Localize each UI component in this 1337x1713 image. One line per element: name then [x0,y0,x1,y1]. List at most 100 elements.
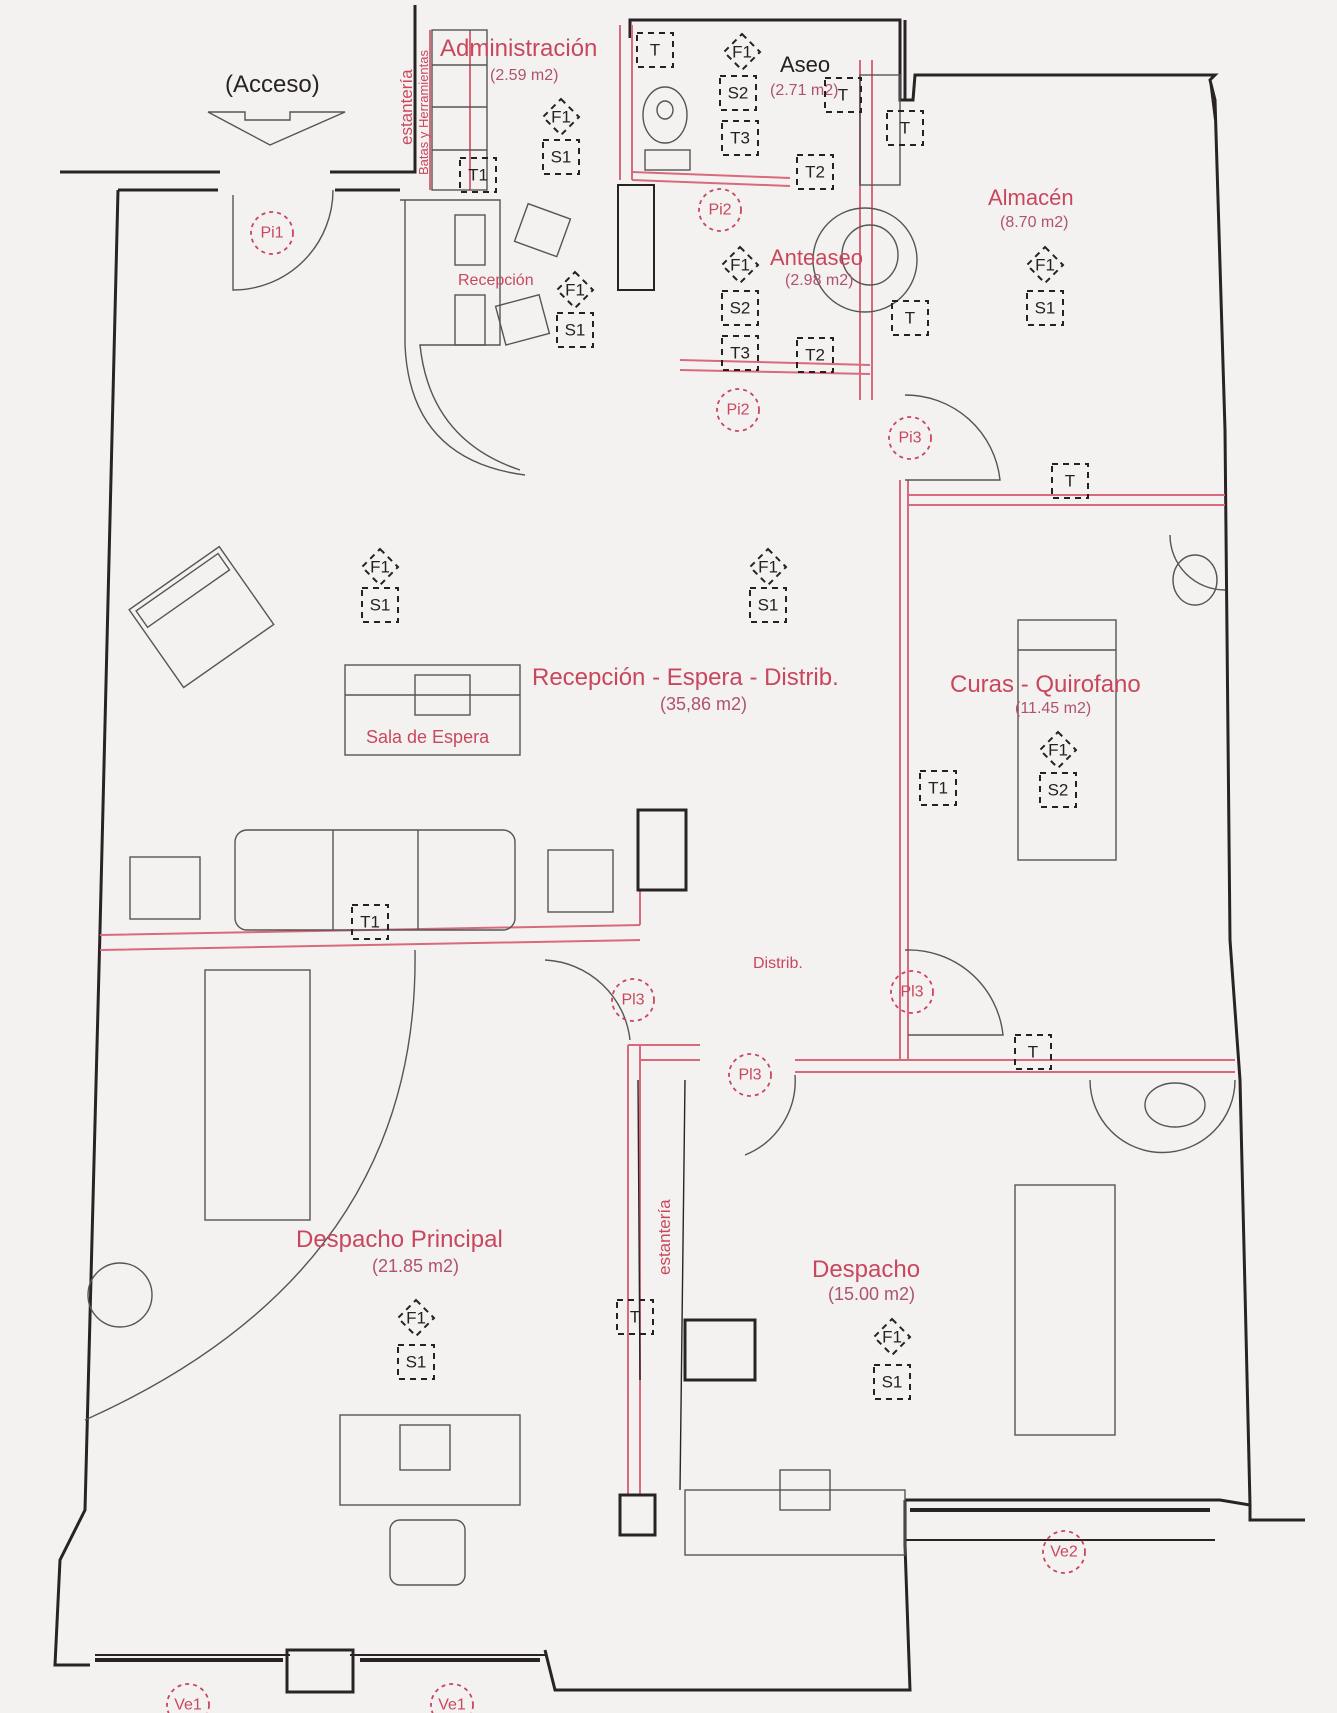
door-pi1-label: Pi1 [260,225,283,242]
sign-s1: S1 [397,1344,435,1380]
door-pi2: Pi2 [716,388,760,432]
outer-walls [53,5,1305,1694]
room-area-almacen: (8.70 m2) [1000,214,1068,231]
sign-s1-label: S1 [406,1353,427,1372]
sign-s2-label: S2 [1048,781,1069,800]
extinguisher-symbol: F1 [360,547,400,587]
sign-t-label: T [650,41,660,60]
door-pi2: Pi2 [698,188,742,232]
bed [128,545,275,689]
room-name-anteaseo: Anteaseo [770,245,863,270]
sign-t: T [616,1299,654,1335]
extinguisher-label: F1 [1048,741,1068,760]
window-ve2-label: Ve2 [1050,1544,1078,1561]
admin-shelf [431,29,488,191]
room-area-reception: (35,86 m2) [660,694,747,714]
reception-desk [400,199,572,476]
sign-s2: S2 [721,290,759,326]
extinguisher-label: F1 [551,108,571,127]
sign-t1: T1 [459,157,497,193]
sign-t: T [891,300,929,336]
shelf-label-2: estantería [655,1199,674,1275]
extinguisher-symbol: F1 [872,1317,912,1357]
extinguisher-symbol: F1 [555,270,595,310]
extinguisher-label: F1 [882,1328,902,1347]
shelf-label: estantería [397,69,416,145]
extinguisher-label: F1 [730,256,750,275]
waiting-table [344,664,521,756]
surgery-table [1017,534,1226,861]
sign-t: T [1051,463,1089,499]
window-ve2: Ve2 [1042,1530,1086,1574]
reception-desk-label: Recepción [458,272,534,289]
windows [95,1508,1210,1662]
extinguisher-symbol: F1 [722,32,762,72]
sign-s1: S1 [1026,290,1064,326]
sign-t-label: T [630,1308,640,1327]
sign-t2: T2 [796,154,834,190]
sign-t1: T1 [919,770,957,806]
sign-t2-label: T2 [805,163,825,182]
extinguisher-label: F1 [732,43,752,62]
sign-s1-label: S1 [758,596,779,615]
shelf-sublabel: Batas y Herramientas [416,50,431,175]
sign-s1-label: S1 [551,148,572,167]
door-pi3-label: Pi3 [898,430,921,447]
room-name-curas: Curas - Quirofano [950,671,1141,698]
sign-t3-label: T3 [730,344,750,363]
extinguisher-symbol: F1 [1025,245,1065,285]
sign-t-label: T [838,86,848,105]
sign-t: T [824,77,862,113]
extinguisher-symbol: F1 [1038,730,1078,770]
sign-t: T [636,32,674,68]
door-pl3: Pl3 [611,978,655,1022]
room-area-admin: (2.59 m2) [490,67,558,84]
door-pl3-label: Pl3 [621,992,644,1009]
sign-s1: S1 [361,587,399,623]
principal-office-furniture [84,949,521,1586]
extinguisher-label: F1 [1035,256,1055,275]
sign-t: T [886,110,924,146]
sign-s2-label: S2 [730,299,751,318]
sign-t1-label: T1 [468,166,488,185]
room-area-principal: (21.85 m2) [372,1256,459,1276]
sign-t1: T1 [351,904,389,940]
extinguisher-symbol: F1 [541,97,581,137]
door-pi2-label: Pi2 [726,402,749,419]
door-pi2-label: Pi2 [708,202,731,219]
sign-t: T [1014,1034,1052,1070]
sign-s2-label: S2 [728,84,749,103]
access-label: (Acceso) [225,71,320,98]
sign-s1: S1 [556,312,594,348]
window-ve1-label: Ve1 [174,1697,202,1713]
sign-s1: S1 [873,1364,911,1400]
sign-s1-label: S1 [565,321,586,340]
doors [232,189,1004,1156]
door-pi3: Pi3 [888,416,932,460]
window-ve1: Ve1 [430,1683,474,1713]
sign-s2: S2 [1039,772,1077,808]
sofa [129,808,688,931]
extinguisher-symbol: F1 [748,547,788,587]
room-name-despacho: Despacho [812,1256,920,1283]
window-ve1-label: Ve1 [438,1697,466,1713]
sign-t-label: T [900,119,910,138]
sign-t3: T3 [721,120,759,156]
sign-s2: S2 [719,75,757,111]
room-name-admin: Administración [440,35,597,62]
extinguisher-label: F1 [565,281,585,300]
sign-t-label: T [905,309,915,328]
extinguisher-label: F1 [370,558,390,577]
room-name-reception: Recepción - Espera - Distrib. [532,664,839,691]
waiting-label: Sala de Espera [366,727,490,747]
door-pl3: Pl3 [890,970,934,1014]
sign-t-label: T [1065,472,1075,491]
room-name-principal: Despacho Principal [296,1226,503,1253]
extinguisher-label: F1 [406,1309,426,1328]
access-arrow-icon [207,111,346,146]
room-area-curas: (11.45 m2) [1015,700,1091,717]
sign-s1-label: S1 [370,596,391,615]
extinguisher-symbol: F1 [720,245,760,285]
